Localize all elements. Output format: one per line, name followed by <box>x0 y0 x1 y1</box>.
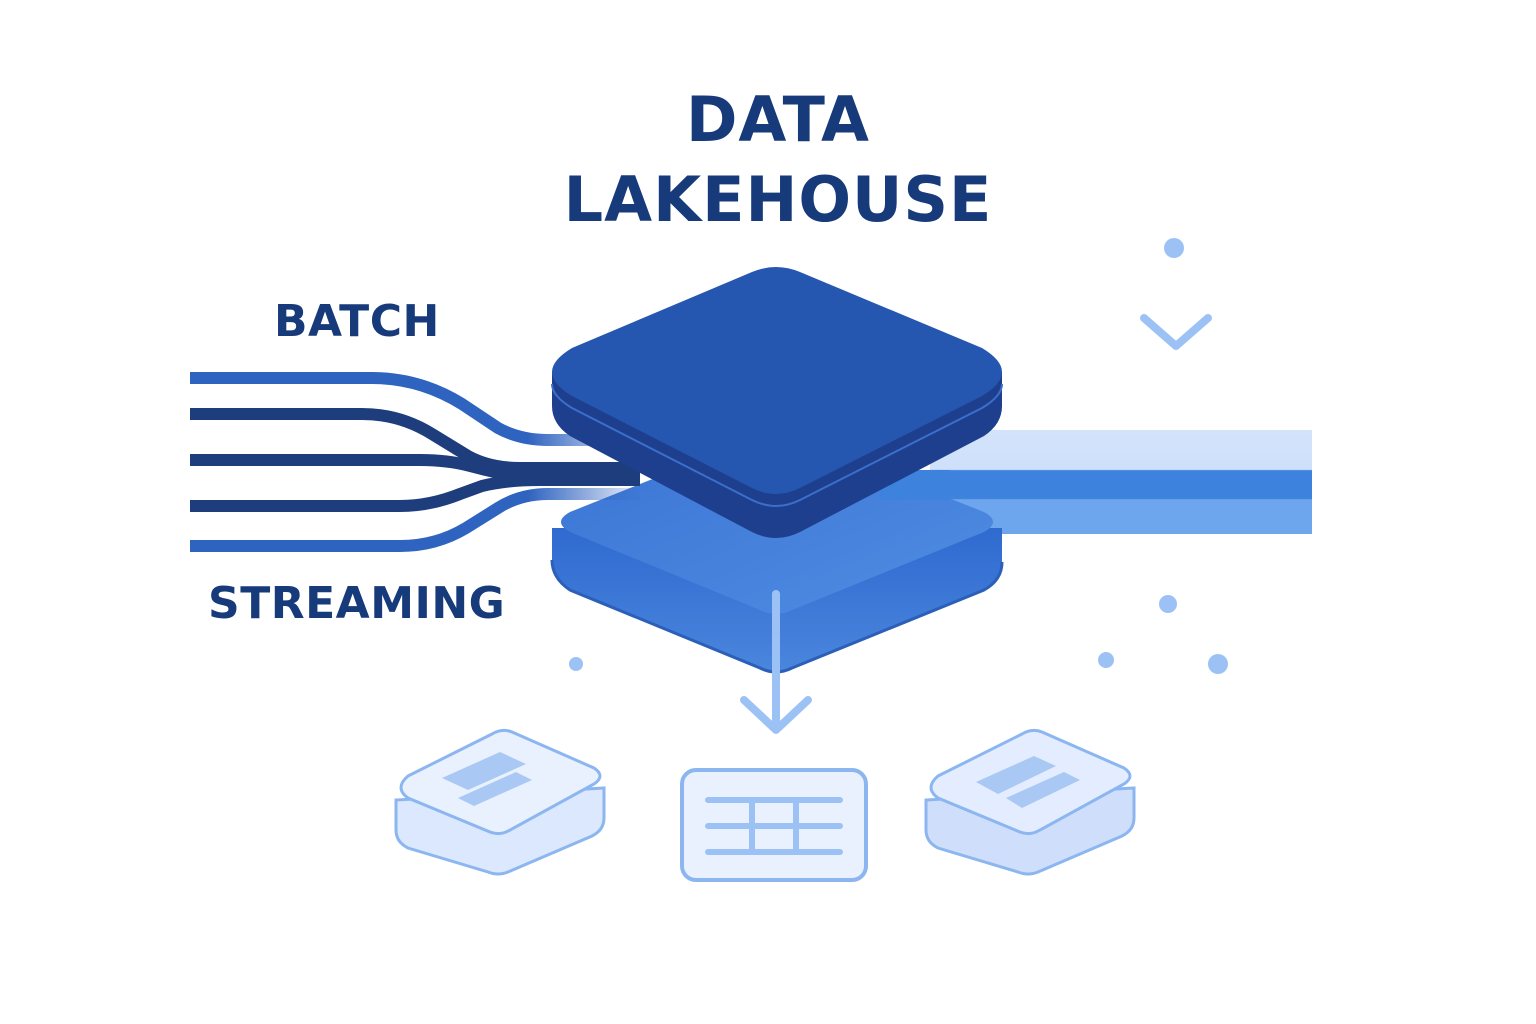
stream-line-4 <box>190 474 640 512</box>
input-streams <box>190 372 640 552</box>
dashboard-tile-icon <box>924 728 1136 876</box>
decor-dot <box>1164 238 1184 258</box>
decor-dot <box>569 657 583 671</box>
platform-upper-layer <box>551 267 1003 538</box>
streaming-label: STREAMING <box>208 578 506 629</box>
title-line-2: LAKEHOUSE <box>563 163 993 236</box>
decor-dot <box>1159 595 1177 613</box>
stream-line-3 <box>190 454 640 480</box>
decor-dot <box>1098 652 1114 668</box>
stream-line-5 <box>190 488 640 552</box>
diagram-title: DATA LAKEHOUSE <box>468 80 1088 240</box>
batch-label: BATCH <box>274 296 440 347</box>
chevron-down-icon <box>1140 314 1212 350</box>
table-tile-icon <box>680 768 868 882</box>
output-band <box>930 430 1312 534</box>
title-line-1: DATA <box>685 83 871 156</box>
document-tile-icon <box>394 728 606 876</box>
stream-line-1 <box>190 372 640 446</box>
decor-dot <box>1208 654 1228 674</box>
down-arrow-icon <box>740 590 812 734</box>
